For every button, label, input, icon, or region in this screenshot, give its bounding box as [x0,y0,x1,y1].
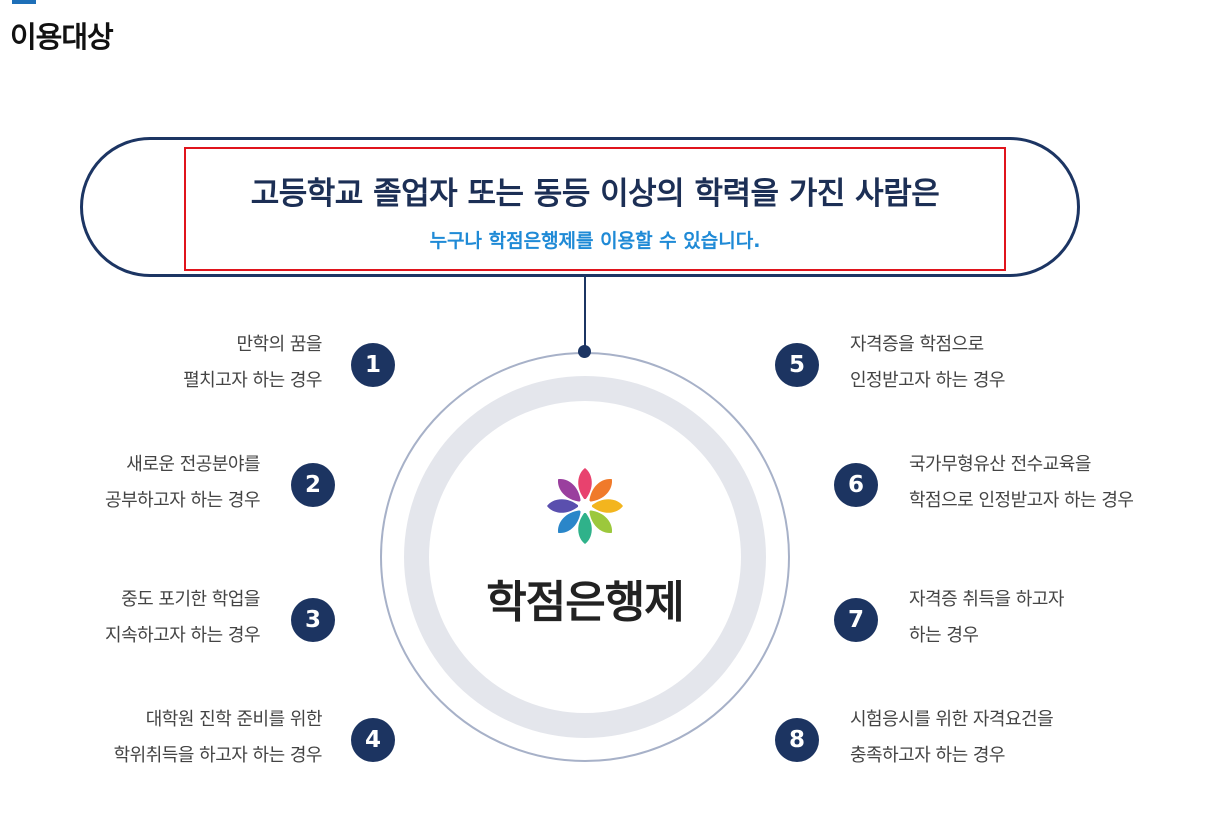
case-line: 국가무형유산 전수교육을 [909,454,1091,475]
case-item-5: 자격증을 학점으로 인정받고자 하는 경우 [850,327,1005,399]
case-badge-8: 8 [775,718,819,762]
banner-subline: 누구나 학점은행제를 이용할 수 있습니다. [429,230,761,252]
banner-headline: 고등학교 졸업자 또는 동등 이상의 학력을 가진 사람은 [250,176,940,212]
case-line: 학위취득을 하고자 하는 경우 [113,745,323,766]
connector-line [584,277,586,353]
case-line: 만학의 꿈을 [236,334,322,355]
case-item-1: 만학의 꿈을 펼치고자 하는 경우 [183,327,322,399]
case-line: 새로운 전공분야를 [126,454,260,475]
case-badge-3: 3 [291,598,335,642]
case-item-7: 자격증 취득을 하고자 하는 경우 [909,582,1064,654]
case-badge-7: 7 [834,598,878,642]
case-line: 펼치고자 하는 경우 [183,370,322,391]
case-badge-2: 2 [291,463,335,507]
center-logo-text: 학점은행제 [486,577,684,628]
eligibility-banner [80,137,1080,277]
page-title: 이용대상 [10,20,114,54]
case-badge-1: 1 [351,343,395,387]
case-badge-5: 5 [775,343,819,387]
center-circle [429,401,741,713]
case-line: 공부하고자 하는 경우 [105,490,260,511]
case-item-2: 새로운 전공분야를 공부하고자 하는 경우 [105,447,260,519]
case-line: 시험응시를 위한 자격요건을 [850,709,1054,730]
case-badge-6: 6 [834,463,878,507]
case-line: 중도 포기한 학업을 [121,589,260,610]
case-item-8: 시험응시를 위한 자격요건을 충족하고자 하는 경우 [850,702,1054,774]
case-line: 하는 경우 [909,625,979,646]
highlight-box [184,147,1006,271]
case-badge-4: 4 [351,718,395,762]
title-accent-bar [12,0,36,4]
connector-dot [578,345,591,358]
case-line: 지속하고자 하는 경우 [105,625,260,646]
case-item-4: 대학원 진학 준비를 위한 학위취득을 하고자 하는 경우 [113,702,323,774]
case-line: 충족하고자 하는 경우 [850,745,1005,766]
case-line: 인정받고자 하는 경우 [850,370,1005,391]
case-line: 대학원 진학 준비를 위한 [145,709,323,730]
case-line: 자격증을 학점으로 [850,334,984,355]
case-line: 자격증 취득을 하고자 [909,589,1064,610]
case-line: 학점으로 인정받고자 하는 경우 [909,490,1134,511]
case-item-6: 국가무형유산 전수교육을 학점으로 인정받고자 하는 경우 [909,447,1134,519]
flower-logo-icon [547,468,623,544]
case-item-3: 중도 포기한 학업을 지속하고자 하는 경우 [105,582,260,654]
